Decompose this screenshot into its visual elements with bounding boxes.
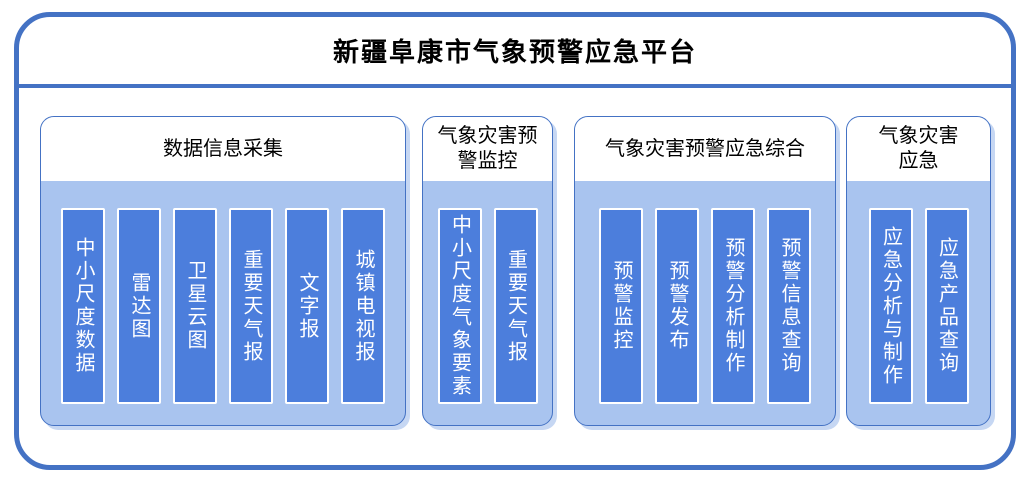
- group-disaster-emergency: 气象灾害 应急 应急分析与制作 应急产品查询: [846, 116, 991, 426]
- module-bar: 应急分析与制作: [868, 208, 913, 404]
- module-bar: 预警分析制作: [711, 208, 755, 404]
- module-bar: 雷达图: [117, 208, 161, 404]
- page-title: 新疆阜康市气象预警应急平台: [332, 37, 697, 67]
- bar-label: 重要天气报: [240, 248, 262, 364]
- group-warning-emergency-comprehensive: 气象灾害预警应急综合 预警监控 预警发布 预警分析制作 预警信息查询: [574, 116, 836, 426]
- platform-diagram-frame: 新疆阜康市气象预警应急平台 数据信息采集 中小尺度数据 雷达图 卫星云图 重要天…: [14, 12, 1016, 470]
- group-body: 中小尺度气象要素 重要天气报: [423, 181, 552, 425]
- bar-label: 重要天气报: [504, 248, 527, 364]
- bar-label: 预警信息查询: [778, 237, 800, 375]
- bar-label: 雷达图: [128, 271, 150, 341]
- group-warning-monitoring: 气象灾害预 警监控 中小尺度气象要素 重要天气报: [422, 116, 553, 426]
- bar-label: 城镇电视报: [352, 248, 374, 364]
- group-body: 应急分析与制作 应急产品查询: [847, 181, 990, 425]
- module-bar: 预警发布: [655, 208, 699, 404]
- group-body: 中小尺度数据 雷达图 卫星云图 重要天气报 文字报 城镇电视报: [41, 181, 405, 425]
- group-header: 气象灾害预警应急综合: [575, 117, 835, 181]
- group-body: 预警监控 预警发布 预警分析制作 预警信息查询: [575, 181, 835, 425]
- bar-label: 文字报: [296, 271, 318, 341]
- module-bar: 中小尺度数据: [61, 208, 105, 404]
- module-bar: 中小尺度气象要素: [437, 208, 482, 404]
- module-bar: 预警监控: [599, 208, 643, 404]
- diagram-content: 数据信息采集 中小尺度数据 雷达图 卫星云图 重要天气报 文字报 城镇电视报 气…: [19, 88, 1011, 426]
- bar-label: 预警发布: [666, 260, 688, 352]
- group-header: 数据信息采集: [41, 117, 405, 181]
- bar-label: 预警分析制作: [722, 237, 744, 375]
- group-header: 气象灾害 应急: [847, 117, 990, 181]
- module-bar: 城镇电视报: [341, 208, 385, 404]
- bar-label: 卫星云图: [184, 260, 206, 352]
- title-bar: 新疆阜康市气象预警应急平台: [19, 17, 1011, 88]
- bar-label: 应急产品查询: [935, 237, 958, 375]
- module-bar: 应急产品查询: [924, 208, 969, 404]
- module-bar: 文字报: [285, 208, 329, 404]
- bar-label: 中小尺度气象要素: [448, 214, 471, 398]
- bar-label: 中小尺度数据: [72, 237, 94, 375]
- module-bar: 预警信息查询: [767, 208, 811, 404]
- group-data-collection: 数据信息采集 中小尺度数据 雷达图 卫星云图 重要天气报 文字报 城镇电视报: [40, 116, 406, 426]
- module-bar: 卫星云图: [173, 208, 217, 404]
- bar-label: 预警监控: [610, 260, 632, 352]
- group-header: 气象灾害预 警监控: [423, 117, 552, 181]
- bar-label: 应急分析与制作: [879, 225, 902, 387]
- module-bar: 重要天气报: [493, 208, 538, 404]
- module-bar: 重要天气报: [229, 208, 273, 404]
